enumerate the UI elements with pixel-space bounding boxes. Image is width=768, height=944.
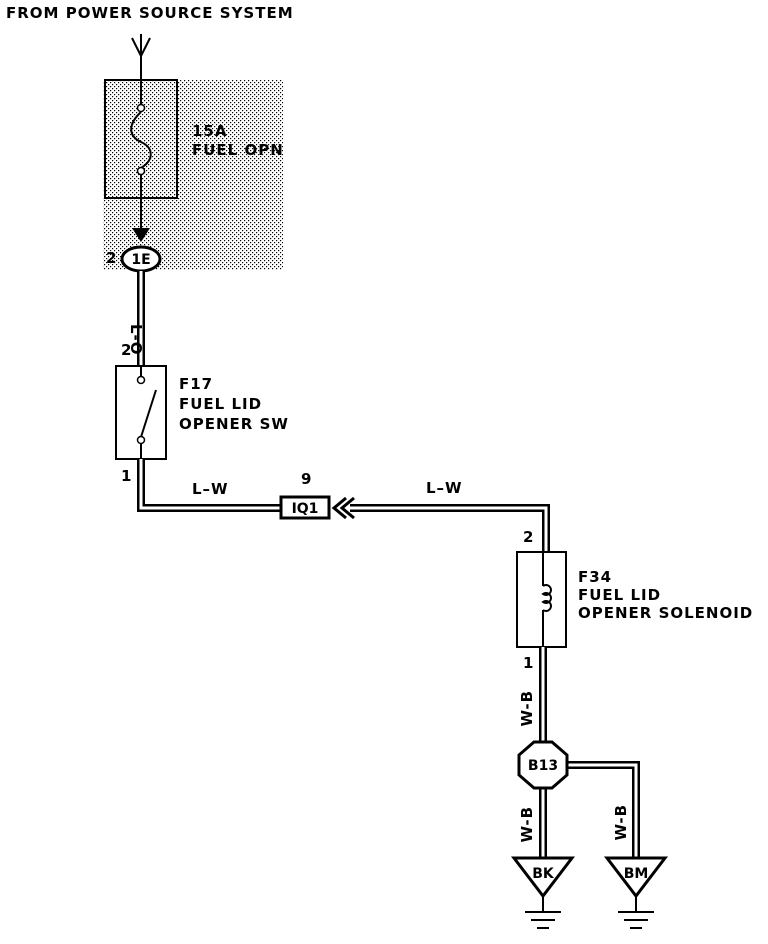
solenoid-f34-line1: FUEL LID: [578, 586, 661, 604]
fuse-rating: 15A: [192, 122, 227, 140]
fuse-15a: [104, 79, 178, 242]
junction-1e: 1E: [120, 245, 162, 273]
switch-f17-id: F17: [179, 375, 213, 393]
switch-f17-line1: FUEL LID: [179, 395, 262, 413]
solenoid-f34-id: F34: [578, 568, 612, 586]
solenoid-f34: [516, 551, 567, 648]
ground-bk-label: BK: [532, 866, 555, 882]
incoming-arrow: [131, 34, 151, 80]
connector-iq1-label: IQ1: [292, 501, 319, 517]
switch-f17: [115, 365, 167, 460]
fuse-box-shading: [103, 80, 283, 270]
wire-w-b-right-label: W-B: [612, 804, 630, 841]
ground-bm-label: BM: [624, 866, 649, 882]
wire-w-b-right: [568, 761, 640, 858]
ground-bm: BM: [603, 856, 669, 929]
wire-l-w-left-label: L–W: [192, 480, 229, 498]
source-label: FROM POWER SOURCE SYSTEM: [6, 4, 294, 22]
wire-l-w-right-label: L–W: [426, 479, 463, 497]
switch-f17-pin-bottom: 1: [121, 467, 131, 485]
switch-f17-line2: OPENER SW: [179, 415, 289, 433]
wire-l-w-right: [350, 504, 550, 552]
wire-l-w-left: [137, 459, 281, 512]
junction-b13-label: B13: [528, 758, 558, 774]
wire-w-b-upper-label: W-B: [518, 690, 536, 727]
junction-1e-pin: 2: [106, 249, 116, 267]
wire-w-b-left-label: W-B: [518, 806, 536, 843]
connector-iq1-pin: 9: [301, 470, 311, 488]
switch-f17-pin-top: 2: [121, 341, 131, 359]
junction-b13: B13: [517, 740, 569, 790]
ground-bk: BK: [510, 856, 576, 929]
solenoid-f34-pin-bottom: 1: [523, 654, 533, 672]
solenoid-f34-pin-top: 2: [523, 528, 533, 546]
connector-iq1: IQ1: [279, 495, 355, 520]
junction-1e-label: 1E: [131, 252, 150, 268]
solenoid-f34-line2: OPENER SOLENOID: [578, 604, 753, 622]
wire-l-o-label: L-O: [127, 324, 145, 356]
fuse-name: FUEL OPN: [192, 141, 284, 159]
